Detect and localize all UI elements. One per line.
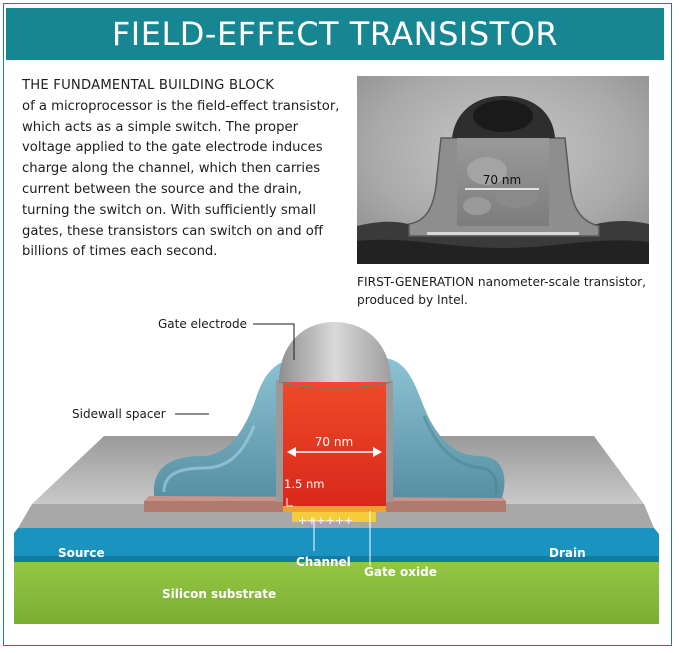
drain-label: Drain <box>549 546 586 560</box>
channel-label: Channel <box>296 555 351 569</box>
page-title: FIELD-EFFECT TRANSISTOR <box>6 8 664 60</box>
scale-bar-label: 70 nm <box>483 173 521 187</box>
oxide-thickness-label: 1.5 nm <box>284 477 324 491</box>
title-banner: FIELD-EFFECT TRANSISTOR <box>6 8 664 60</box>
photo-caption: FIRST-GENERATION nanometer-scale transis… <box>357 273 657 309</box>
gate-oxide-label: Gate oxide <box>364 565 437 579</box>
caption-lead: FIRST-GENERATION <box>357 275 474 289</box>
intro-text: THE FUNDAMENTAL BUILDING BLOCK of a micr… <box>22 76 344 263</box>
channel-charges: ++++++ <box>298 514 353 527</box>
gate-length-label: 70 nm <box>315 435 353 449</box>
sidewall-spacer-label: Sidewall spacer <box>72 407 166 421</box>
substrate-label: Silicon substrate <box>162 587 276 601</box>
intro-lead: THE FUNDAMENTAL BUILDING BLOCK <box>22 78 274 93</box>
gate-electrode-label: Gate electrode <box>158 317 247 331</box>
micrograph-photo: 70 nm <box>357 76 649 264</box>
source-label: Source <box>58 546 105 560</box>
transistor-diagram: 70 nm 1.5 nm ++++++ Gate electrode Sidew… <box>4 306 673 644</box>
intro-body: of a microprocessor is the field-effect … <box>22 99 340 260</box>
